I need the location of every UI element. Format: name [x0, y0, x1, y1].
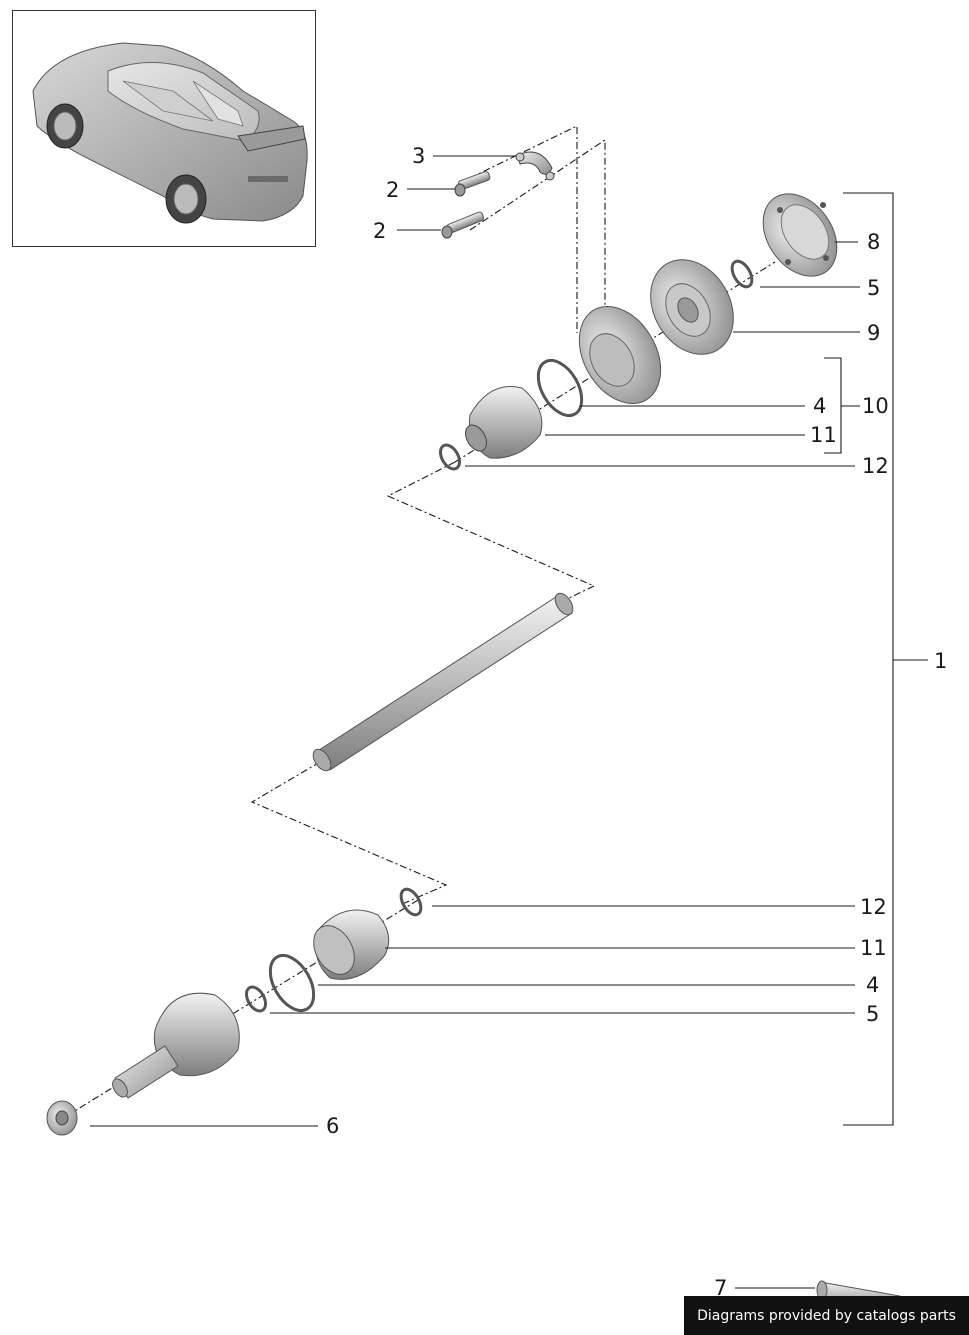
callout-7: 7 [714, 1276, 727, 1300]
callout-11: 11 [810, 423, 837, 447]
callout-5: 5 [866, 1002, 879, 1026]
cv-joint-outer-part [112, 992, 240, 1099]
callout-3: 3 [412, 144, 425, 168]
callout-2: 2 [386, 178, 399, 202]
callout-12: 12 [862, 454, 889, 478]
bolt-lower-part [441, 211, 485, 239]
vehicle-thumbnail [12, 10, 316, 247]
callout-6: 6 [326, 1114, 339, 1138]
attribution-banner: Diagrams provided by catalogs parts [684, 1296, 969, 1335]
nut-part [46, 1100, 78, 1136]
bolt-upper-part [454, 171, 491, 197]
ring-upper-part [536, 359, 584, 417]
car-illustration [32, 42, 308, 224]
drive-shaft-part [312, 592, 574, 772]
clip-upper-part [439, 443, 461, 471]
assembly-line-bolts [469, 125, 606, 340]
boot-lower-part [313, 909, 390, 980]
circlip-lower-part [245, 985, 267, 1013]
ring-lower-part [268, 954, 316, 1012]
clamp-part [515, 151, 555, 181]
assembly-line-upper-zigzag [386, 461, 596, 601]
callout-9: 9 [867, 321, 880, 345]
joint-flange-part [578, 306, 662, 404]
callout-10: 10 [862, 394, 889, 418]
callout-2: 2 [373, 219, 386, 243]
cv-joint-inner-part [650, 259, 734, 355]
cover-part [762, 193, 838, 277]
callout-11: 11 [860, 936, 887, 960]
callout-4: 4 [866, 973, 879, 997]
clip-lower-part [399, 887, 423, 917]
callout-8: 8 [867, 230, 880, 254]
callout-4: 4 [813, 394, 826, 418]
assembly-line-lower-zigzag [250, 761, 448, 906]
callout-1: 1 [934, 649, 947, 673]
callout-12: 12 [860, 895, 887, 919]
circlip-upper-part [730, 259, 754, 289]
bracket-1 [843, 192, 928, 1126]
callout-5: 5 [867, 276, 880, 300]
bracket-10 [824, 357, 860, 454]
boot-upper-part [465, 386, 543, 459]
